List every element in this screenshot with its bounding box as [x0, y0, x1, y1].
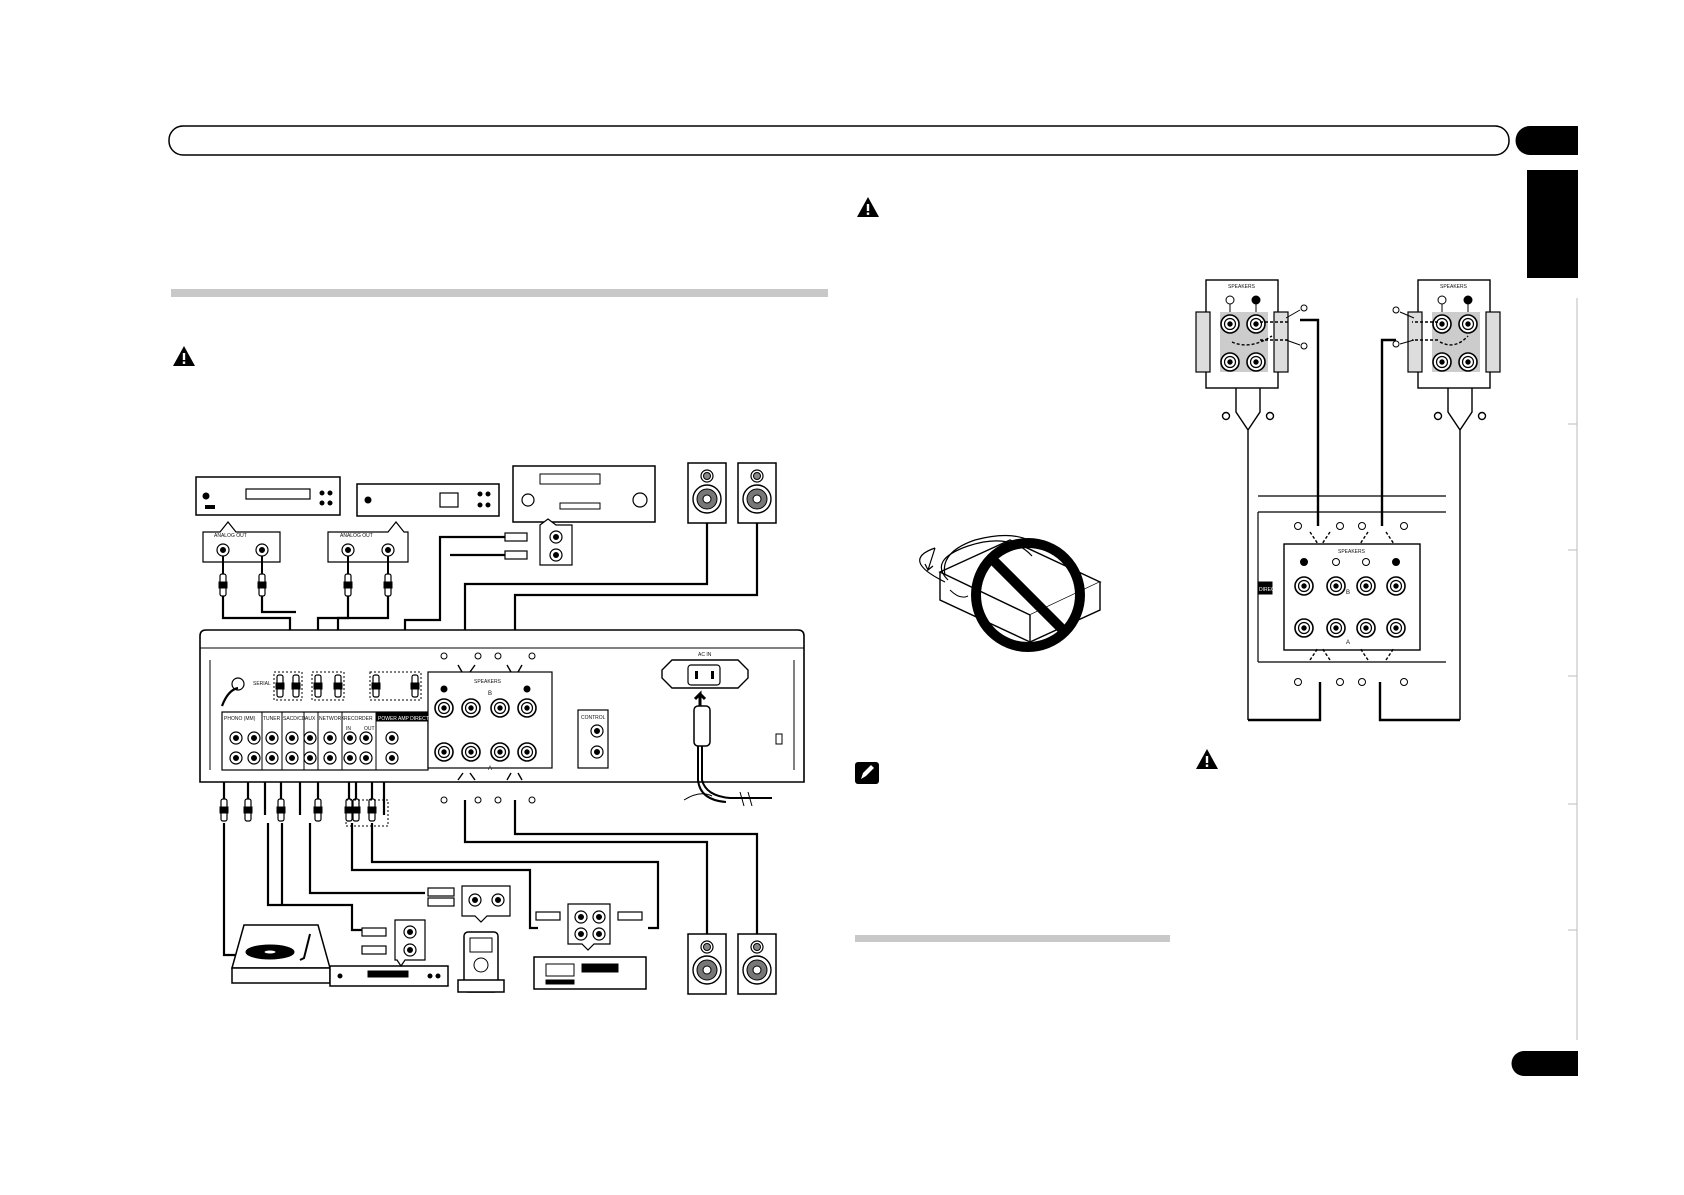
- side-index-rules: [1568, 298, 1578, 1040]
- warning-icon: [173, 346, 195, 366]
- cassette-deck: [533, 956, 647, 990]
- tuner-callout: [361, 919, 426, 968]
- page-number-tab: [1511, 1051, 1578, 1076]
- ac-in-label: AC IN: [698, 652, 712, 658]
- speakers-label: SPEAKERS: [474, 679, 502, 685]
- aux-label: AUX: [305, 716, 316, 722]
- wire-splits-top: [1221, 388, 1487, 720]
- speaker-icon: [687, 933, 727, 995]
- connection-diagram: [195, 462, 805, 995]
- diagram-labels: ANALOG OUT ANALOG OUT SERIAL PHONO (MM) …: [214, 533, 712, 772]
- analog-out-callout-1: [202, 521, 281, 597]
- speaker-icon: [687, 462, 727, 524]
- rear-panel: [199, 629, 805, 804]
- av-preout-callout: [504, 518, 573, 566]
- bi-wire-cables: [1248, 318, 1460, 722]
- cd-label: SACD/CD: [283, 716, 306, 722]
- serial-label: SERIAL: [253, 681, 271, 687]
- speakers-a-label: A: [1346, 640, 1350, 646]
- section-rule-right: [855, 935, 1170, 942]
- sacd-player: [195, 476, 341, 516]
- tuner-device: [329, 965, 449, 987]
- control-label: CONTROL: [581, 715, 606, 721]
- amplifier-rear-detail: [1257, 495, 1446, 686]
- speakers-label: SPEAKERS: [1338, 549, 1366, 555]
- warning-icon: [857, 197, 879, 217]
- power-amp-direct-label: POWER AMP DIRECT: [378, 716, 429, 722]
- speaker-icon: [737, 462, 777, 524]
- prohibited-illustration: [919, 534, 1102, 652]
- bi-wiring-diagram: [1195, 279, 1501, 722]
- chapter-tab: [1515, 126, 1578, 155]
- bi-wiring-labels: SPEAKERS SPEAKERS SPEAKERS B A DIRECT: [1228, 284, 1468, 646]
- speaker-icon: [737, 933, 777, 995]
- speaker-right-title: SPEAKERS: [1440, 284, 1468, 290]
- analog-out-label: ANALOG OUT: [340, 533, 373, 539]
- network-label: NETWORK: [319, 716, 345, 722]
- recorder-out-label: OUT: [364, 726, 375, 732]
- warning-icon: [1196, 749, 1218, 769]
- header-bar: [168, 125, 1510, 156]
- speaker-left-title: SPEAKERS: [1228, 284, 1256, 290]
- speaker-terminal-left: [1195, 279, 1308, 389]
- speakers-b-label: B: [1346, 590, 1350, 596]
- recorder-callout: [535, 903, 643, 951]
- section-rule-left: [171, 289, 828, 297]
- language-tab: [1527, 170, 1578, 278]
- power-cord: [683, 705, 772, 807]
- analog-out-callout-2: [327, 521, 409, 597]
- network-callout: [427, 885, 511, 923]
- speakers-b-label: B: [488, 691, 492, 697]
- turntable: [231, 924, 331, 984]
- note-pencil-icon: [855, 762, 879, 784]
- speakers-a-label: A: [488, 766, 492, 772]
- av-receiver: [512, 465, 656, 523]
- recorder-label: RECORDER: [344, 716, 373, 722]
- network-player: [356, 483, 500, 517]
- analog-out-label: ANALOG OUT: [214, 533, 247, 539]
- direct-label: DIRECT: [1259, 587, 1278, 593]
- tuner-label: TUNER: [263, 716, 281, 722]
- recorder-in-label: IN: [346, 726, 351, 732]
- speaker-terminal-right: [1392, 279, 1501, 389]
- phono-label: PHONO (MM): [224, 716, 256, 722]
- ipod-dock: [457, 931, 505, 993]
